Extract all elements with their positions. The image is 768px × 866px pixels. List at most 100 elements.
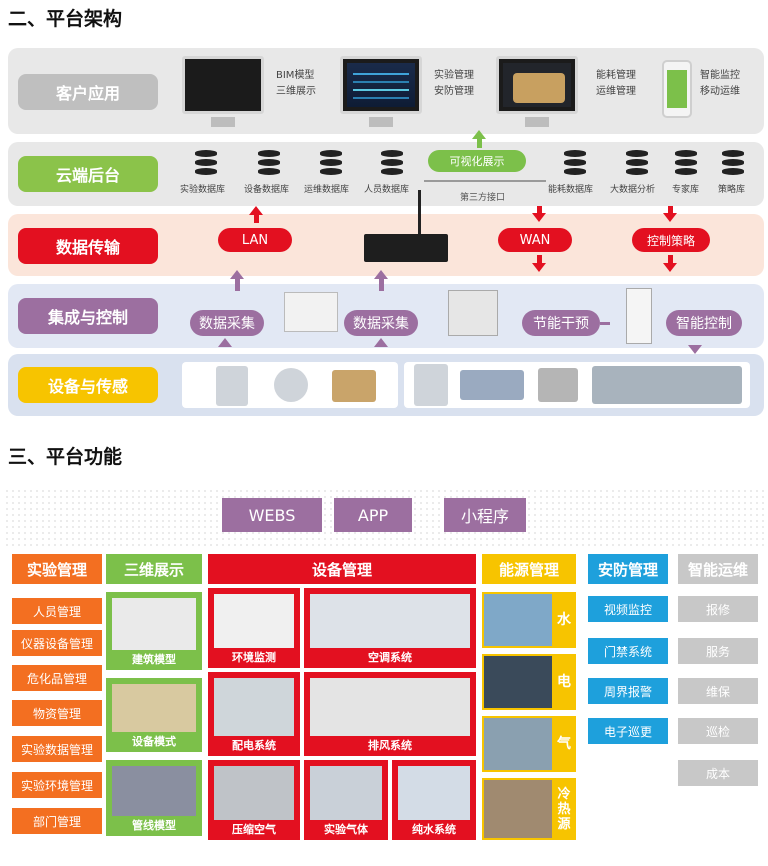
db-label-expert: 专家库 [672,185,700,195]
card-air-conditioning[interactable]: 空调系统 [304,588,476,668]
controller-module-image [284,292,338,332]
database-icon [564,150,586,176]
tab-mini-program[interactable]: 小程序 [444,498,526,532]
data-collect-badge-2: 数据采集 [344,310,418,336]
lan-badge: LAN [218,228,292,252]
visual-display-badge: 可视化展示 [428,150,526,172]
row-label-transmission: 数据传输 [18,228,158,264]
arrow-stem [537,255,542,263]
arrow-stem [379,279,384,291]
energy-cooling-heating[interactable]: 冷热源 [482,778,576,840]
control-strategy-badge: 控制策略 [632,228,710,252]
db-label-equipment: 设备数据库 [244,185,290,195]
arrow-stem [477,139,482,148]
water-meter-image [274,368,308,402]
meter-image [216,366,248,406]
air-handler-image [592,366,742,404]
fan-box-image [538,368,578,402]
row-label-cloud: 云端后台 [18,156,158,192]
ops-maintenance[interactable]: 维保 [678,678,758,704]
arrow-stem [235,279,240,291]
client-label-energy: 能耗管理运维管理 [596,70,636,97]
card-power-distribution[interactable]: 配电系统 [208,672,300,756]
energy-electricity[interactable]: 电 [482,654,576,710]
ops-service[interactable]: 服务 [678,638,758,664]
db-label-bigdata: 大数据分析 [610,185,656,195]
arrow-stem [668,255,673,263]
arrow-down-icon [663,263,677,272]
tab-app[interactable]: APP [334,498,412,532]
energy-water[interactable]: 水 [482,592,576,648]
card-pure-water[interactable]: 纯水系统 [392,760,476,840]
database-icon [320,150,342,176]
card-equipment-model[interactable]: 设备模式 [106,678,202,752]
monitor-stand [211,117,235,127]
database-icon [258,150,280,176]
lab-item-materials[interactable]: 物资管理 [12,700,102,726]
security-perimeter[interactable]: 周界报警 [588,678,668,704]
arrow-stem [537,206,542,214]
arrow-up-icon [374,270,388,279]
database-icon [722,150,744,176]
lab-item-department[interactable]: 部门管理 [12,808,102,834]
client-label-mobile: 智能监控移动运维 [700,70,740,97]
wan-badge: WAN [498,228,572,252]
card-environment-monitor[interactable]: 环境监测 [208,588,300,668]
duct-image [460,370,524,400]
control-panel-image [448,290,498,336]
db-label-energy: 能耗数据库 [548,185,594,195]
arrow-up-icon [230,270,244,279]
monitor-stand [525,117,549,127]
security-patrol[interactable]: 电子巡更 [588,718,668,744]
header-smart-ops: 智能运维 [678,554,758,584]
ops-inspection[interactable]: 巡检 [678,718,758,744]
section-title-functions: 三、平台功能 [8,446,123,468]
card-building-model[interactable]: 建筑模型 [106,592,202,670]
client-label-bim: BIM模型三维展示 [276,70,316,97]
card-lab-gas[interactable]: 实验气体 [304,760,388,840]
arrow-stem [254,215,259,223]
fume-hood-image [414,364,448,406]
header-energy-management: 能源管理 [482,554,576,584]
security-access[interactable]: 门禁系统 [588,638,668,664]
db-label-ops: 运维数据库 [304,185,350,195]
row-label-device: 设备与传感 [18,367,158,403]
arrow-stem [600,322,610,325]
card-pipeline-model[interactable]: 管线模型 [106,760,202,836]
security-video[interactable]: 视频监控 [588,596,668,622]
ops-repair[interactable]: 报修 [678,596,758,622]
lab-item-instruments[interactable]: 仪器设备管理 [12,630,102,656]
arrow-down-icon [688,345,702,354]
arrow-down-icon [663,213,677,222]
database-icon [626,150,648,176]
lab-item-staff[interactable]: 人员管理 [12,598,102,624]
tab-webs[interactable]: WEBS [222,498,322,532]
energy-gas[interactable]: 气 [482,716,576,772]
lab-item-data[interactable]: 实验数据管理 [12,736,102,762]
card-compressed-air[interactable]: 压缩空气 [208,760,300,840]
monitor-lab-image [340,56,422,114]
gateway-device-image [364,234,448,262]
cabinet-image [626,288,652,344]
arrow-stem [668,206,673,214]
section-title-architecture: 二、平台架构 [8,8,123,30]
arrow-up-icon [472,130,486,139]
arrow-down-icon [532,213,546,222]
database-icon [195,150,217,176]
card-exhaust-system[interactable]: 排风系统 [304,672,476,756]
ops-cost[interactable]: 成本 [678,760,758,786]
db-label-lab: 实验数据库 [180,185,226,195]
row-label-integration: 集成与控制 [18,298,158,334]
lab-item-hazardous[interactable]: 危化品管理 [12,665,102,691]
monitor-energy-image [496,56,578,114]
sensor-devices-panel [182,362,398,408]
database-icon [381,150,403,176]
db-label-staff: 人员数据库 [364,185,410,195]
flow-meter-image [332,370,376,402]
energy-intervention-badge: 节能干预 [522,310,600,336]
lab-item-environment[interactable]: 实验环境管理 [12,772,102,798]
database-icon [675,150,697,176]
arrow-up-icon [374,338,388,347]
arrow-down-icon [532,263,546,272]
double-arrow-line [424,180,546,182]
